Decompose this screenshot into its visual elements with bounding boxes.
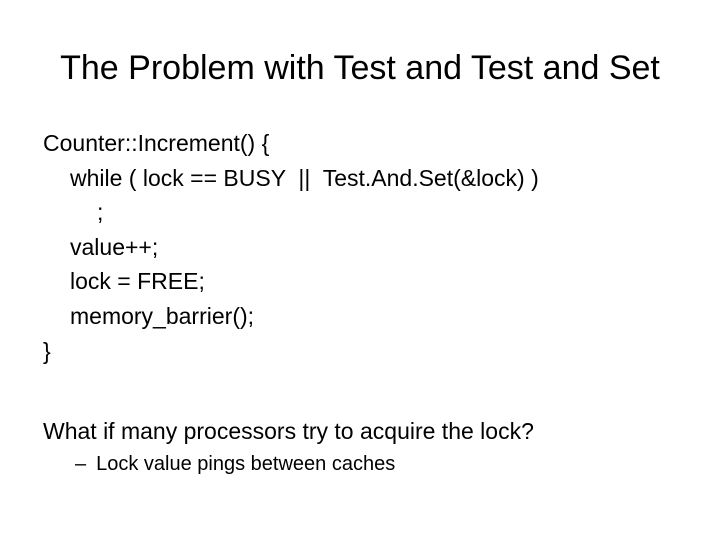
code-line-barrier: memory_barrier(); — [70, 302, 255, 329]
code-line-function-header: Counter::Increment() { — [43, 130, 270, 156]
code-line-while: while ( lock == BUSY || Test.And.Set(&lo… — [70, 164, 539, 191]
slide-title: The Problem with Test and Test and Set — [60, 49, 660, 87]
code-block: Counter::Increment() { while ( lock == B… — [43, 126, 703, 368]
bullet-text: Lock value pings between caches — [96, 453, 396, 475]
code-line-empty-statement: ; — [97, 199, 104, 226]
code-line-closing-brace: } — [43, 337, 51, 364]
bullet-dash: – — [75, 453, 87, 475]
code-line-increment: value++; — [70, 233, 159, 260]
code-line-release: lock = FREE; — [70, 268, 205, 295]
question-text: What if many processors try to acquire t… — [43, 418, 534, 444]
bullet-item: –Lock value pings between caches — [75, 450, 395, 478]
